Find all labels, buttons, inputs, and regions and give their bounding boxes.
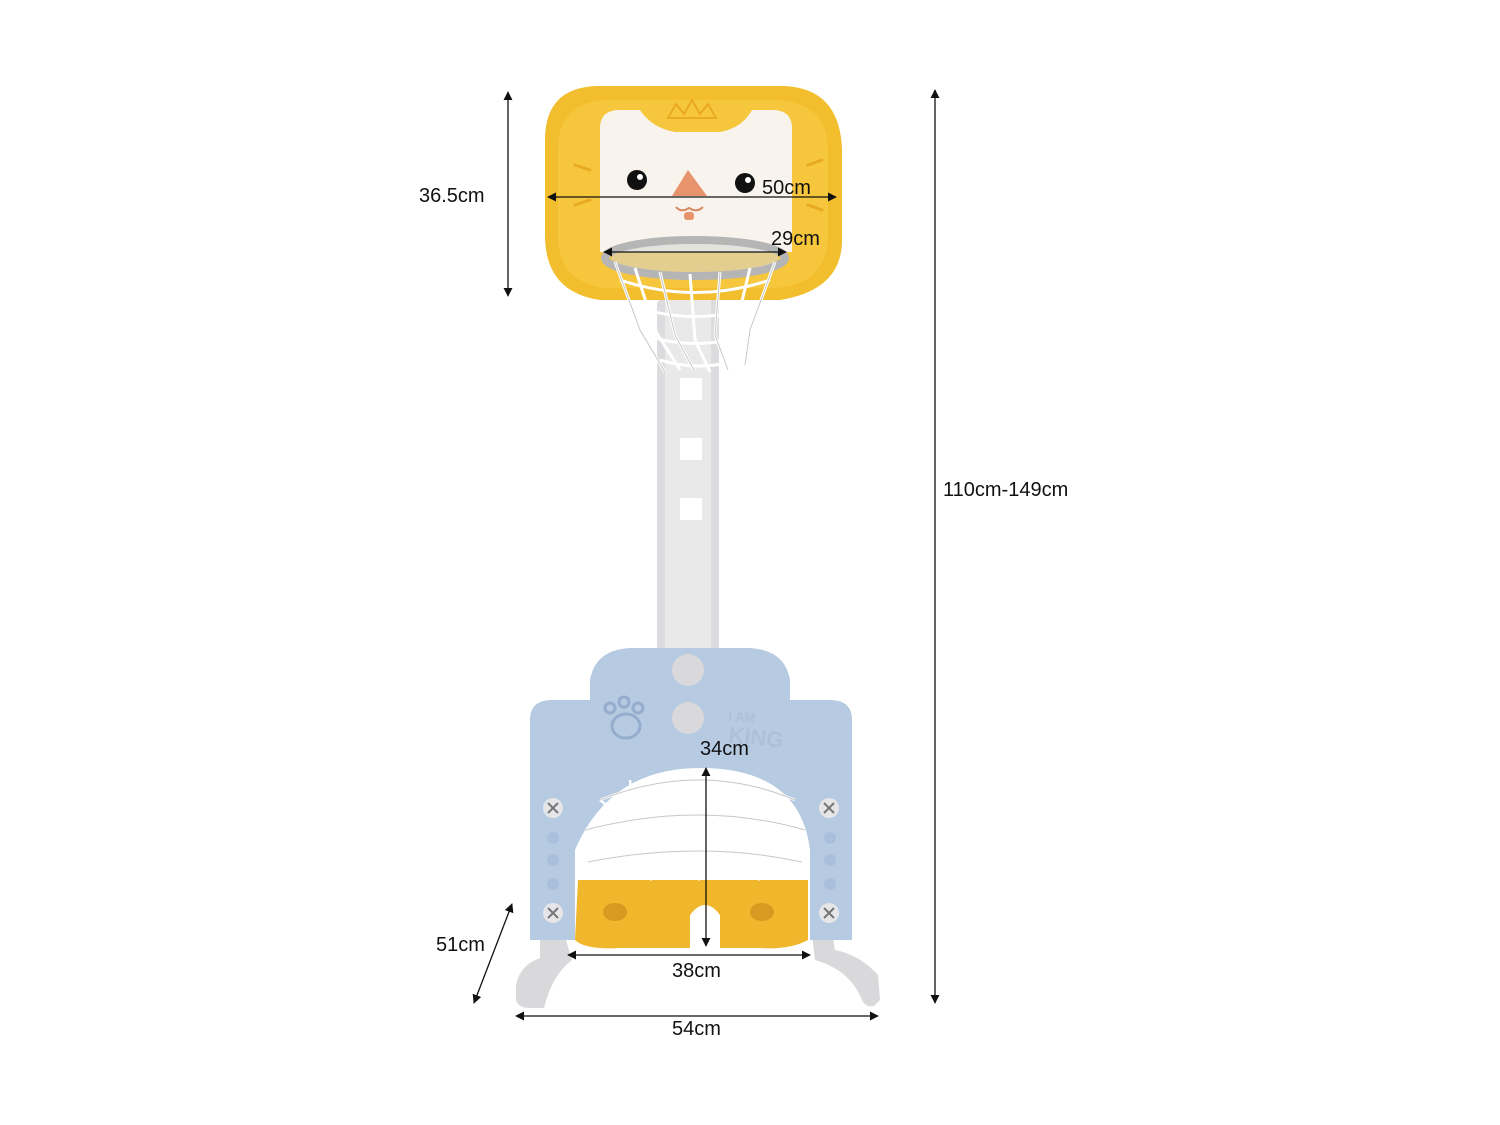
label-goal-height: 34cm bbox=[700, 738, 749, 760]
brand-logo-line1: I AM bbox=[728, 708, 756, 726]
pole bbox=[657, 300, 719, 660]
base-legs bbox=[516, 920, 880, 1008]
label-total-height: 110cm-149cm bbox=[943, 479, 1068, 501]
lion-eye-left bbox=[627, 170, 647, 190]
screws bbox=[543, 798, 839, 923]
goal-floor bbox=[575, 880, 808, 949]
brand-logo-line2: KING bbox=[727, 722, 784, 753]
lion-mouth bbox=[675, 206, 704, 212]
paw-print-icon bbox=[603, 695, 645, 740]
label-backboard-height: 36.5cm bbox=[419, 185, 485, 207]
label-hoop-diameter: 29cm bbox=[771, 228, 820, 250]
label-base-width: 54cm bbox=[672, 1018, 721, 1040]
goal-frame: I AM KING bbox=[530, 648, 852, 949]
lion-nose bbox=[672, 170, 707, 196]
dim-line-base-depth bbox=[472, 903, 514, 1004]
label-goal-width: 38cm bbox=[672, 960, 721, 982]
hoop bbox=[601, 236, 789, 280]
dimension-lines bbox=[472, 89, 940, 1021]
label-base-depth: 51cm bbox=[436, 934, 485, 956]
label-backboard-width: 50cm bbox=[762, 177, 811, 199]
lion-eye-right bbox=[735, 173, 755, 193]
